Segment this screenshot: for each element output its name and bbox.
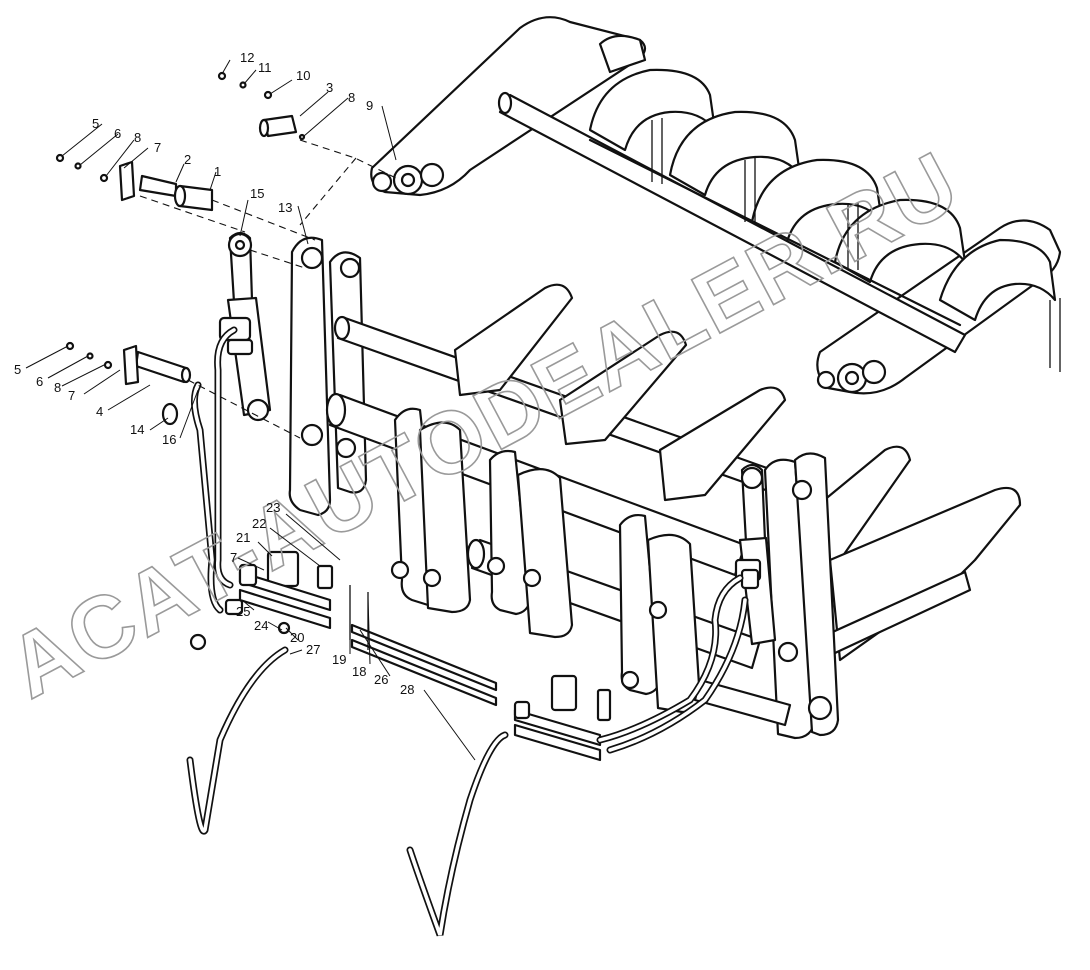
callout-5a: 5 xyxy=(92,116,99,131)
callout-9: 9 xyxy=(366,98,373,113)
callout-6a: 6 xyxy=(114,126,121,141)
callout-22: 22 xyxy=(252,516,266,531)
callout-1: 1 xyxy=(214,164,221,179)
callout-2: 2 xyxy=(184,152,191,167)
hoses xyxy=(186,326,749,937)
callouts: 1 2 3 4 5 5 6 6 7 7 7 8 8 8 9 10 11 12 1… xyxy=(14,50,414,697)
callout-3: 3 xyxy=(326,80,333,95)
callout-7a: 7 xyxy=(154,140,161,155)
top-hardware xyxy=(217,71,306,141)
callout-8b: 8 xyxy=(54,380,61,395)
callout-16: 16 xyxy=(162,432,176,447)
callout-7b: 7 xyxy=(68,388,75,403)
leader-lines xyxy=(25,59,476,761)
callout-14: 14 xyxy=(130,422,144,437)
callout-13: 13 xyxy=(278,200,292,215)
assembly-guide-lines xyxy=(139,139,401,439)
callout-6b: 6 xyxy=(36,374,43,389)
callout-28: 28 xyxy=(400,682,414,697)
callout-7c: 7 xyxy=(230,550,237,565)
callout-25: 25 xyxy=(236,604,250,619)
main-carriage-frame xyxy=(288,236,1022,740)
callout-11: 11 xyxy=(258,60,272,75)
callout-20: 20 xyxy=(290,630,304,645)
hydraulic-lines xyxy=(349,585,498,707)
callout-26: 26 xyxy=(374,672,388,687)
callout-5b: 5 xyxy=(14,362,21,377)
callout-19: 19 xyxy=(332,652,346,667)
callout-24: 24 xyxy=(254,618,268,633)
left-manifold xyxy=(189,550,334,651)
right-manifold xyxy=(513,568,760,762)
callout-8c: 8 xyxy=(348,90,355,105)
callout-15: 15 xyxy=(250,186,264,201)
callout-21: 21 xyxy=(236,530,250,545)
callout-12: 12 xyxy=(240,50,254,65)
hydraulic-cylinder-left xyxy=(218,231,272,422)
callout-8a: 8 xyxy=(134,130,141,145)
top-clamp-arm xyxy=(370,16,1062,395)
callout-10: 10 xyxy=(296,68,310,83)
lower-pin-hardware xyxy=(65,341,192,426)
callout-4: 4 xyxy=(96,404,103,419)
callout-27: 27 xyxy=(306,642,320,657)
upper-pin-hardware xyxy=(55,153,214,212)
callout-23: 23 xyxy=(266,500,280,515)
callout-18: 18 xyxy=(352,664,366,679)
